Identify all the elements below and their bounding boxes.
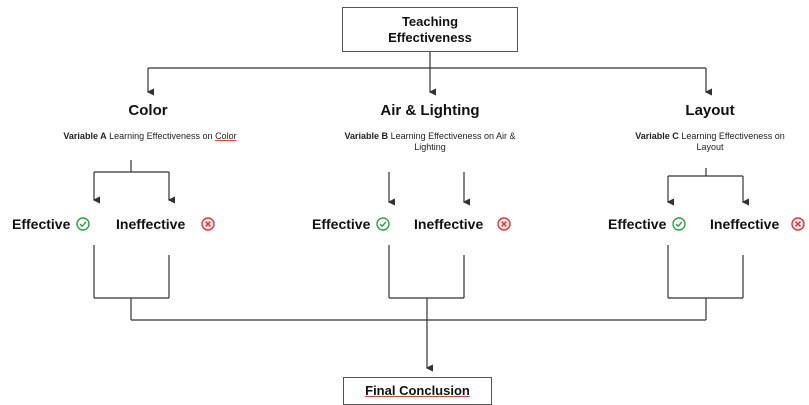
branch-heading-air-lighting: Air & Lighting [380,102,480,119]
x-circle-icon [201,217,215,231]
check-circle-icon [76,217,91,231]
color-effective-label: Effective [12,216,71,232]
variable-a-text: Learning Effectiveness on [109,131,213,141]
variable-c-label: Variable C [635,131,679,141]
root-title-line2: Effectiveness [388,30,472,45]
layout-effective: Effective [608,216,687,232]
air-ineffective-label: Ineffective [414,216,484,232]
variable-a-description: Variable A Learning Effectiveness on Col… [30,131,270,142]
final-conclusion-box: Final Conclusion [343,377,492,405]
branch-heading-layout: Layout [685,102,735,119]
variable-b-label: Variable B [344,131,389,141]
variable-a-label: Variable A [63,131,107,141]
branch-heading-color: Color [128,102,168,119]
variable-c-text: Learning Effectiveness on [681,131,785,141]
air-effective: Effective [312,216,391,232]
teaching-effectiveness-box: Teaching Effectiveness [342,7,518,52]
color-ineffective-label: Ineffective [116,216,186,232]
layout-ineffective: Ineffective [710,216,805,232]
x-circle-icon [791,217,805,231]
variable-b-subject: Lighting [414,142,446,152]
variable-c-subject: Layout [696,142,724,152]
check-circle-icon [672,217,687,231]
variable-c-description: Variable C Learning Effectiveness on Lay… [612,131,808,153]
air-ineffective: Ineffective [414,216,511,232]
variable-b-description: Variable B Learning Effectiveness on Air… [320,131,540,153]
air-effective-label: Effective [312,216,371,232]
layout-effective-label: Effective [608,216,667,232]
color-effective: Effective [12,216,91,232]
color-ineffective: Ineffective [116,216,215,232]
variable-b-text: Learning Effectiveness on Air & [390,131,516,141]
check-circle-icon [376,217,391,231]
final-conclusion-label: Final Conclusion [365,383,470,398]
root-title-line1: Teaching [401,14,459,29]
x-circle-icon [497,217,511,231]
variable-a-subject: Color [215,131,237,141]
layout-ineffective-label: Ineffective [710,216,780,232]
